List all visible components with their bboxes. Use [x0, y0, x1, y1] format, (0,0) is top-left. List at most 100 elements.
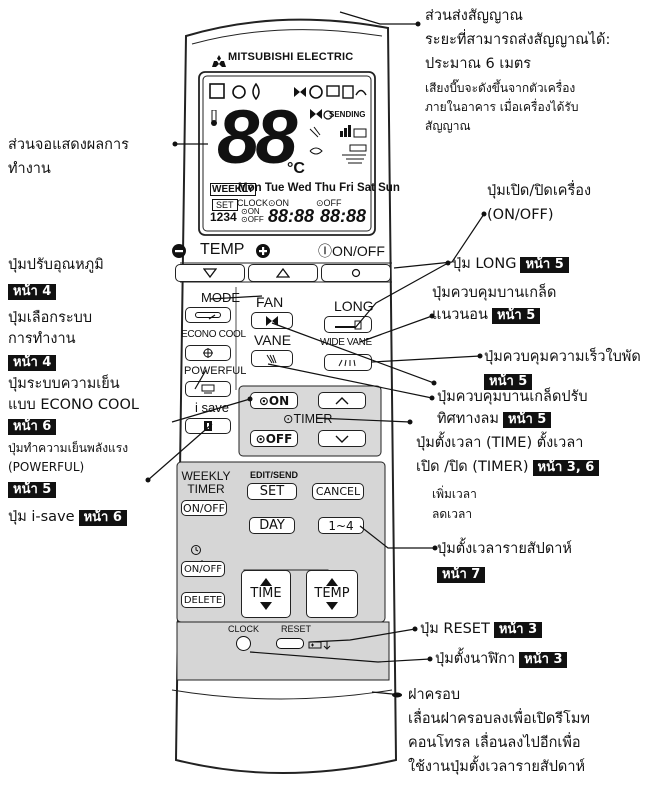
triangle-up-icon: [260, 578, 272, 586]
econo-cool-button[interactable]: [185, 345, 231, 361]
edit-send-label: EDIT/SEND: [250, 470, 299, 480]
label-powerful-2: (POWERFUL): [8, 460, 85, 474]
label-cover-2: เลื่อนฝาครอบลงเพื่อเปิดรีโมท: [408, 711, 590, 727]
onoff-label: ⒾON/OFF: [318, 243, 385, 259]
label-wide-vane-1: ปุ่มควบคุมบานเกล็ด: [432, 285, 557, 301]
weekly-onoff-button[interactable]: ON/OFF: [181, 500, 227, 516]
temp-up-button[interactable]: [248, 264, 318, 282]
weekly-time-label: TIME: [250, 586, 282, 601]
fan-icon: [266, 315, 278, 326]
cancel-button[interactable]: CANCEL: [312, 483, 364, 500]
label-wide-vane-2-text: แนวนอน: [432, 307, 488, 323]
display-clock-on: CLOCK⊙ON: [237, 198, 290, 208]
mode-button[interactable]: [185, 307, 231, 323]
brand-name: MITSUBISHI ELECTRIC: [228, 51, 354, 63]
display-time-1: 88:88: [268, 206, 315, 226]
page-tag: หน้า 6: [78, 510, 127, 526]
page-tag: หน้า 7: [437, 567, 486, 583]
vane-button[interactable]: [251, 350, 293, 367]
chevron-down-icon: [335, 435, 349, 443]
powerful-label: POWERFUL: [184, 365, 247, 377]
temp-minus-icon: [172, 243, 186, 262]
label-clock-text: ปุ่มตั้งนาฬิกา: [435, 651, 516, 667]
triangle-up-icon: [276, 268, 290, 278]
display-unit: °C: [287, 160, 305, 177]
label-vane-1: ปุ่มควบคุมบานเกล็ดปรับ: [437, 389, 588, 405]
timer-off-button[interactable]: ⊙OFF: [250, 430, 298, 447]
fan-button[interactable]: [251, 312, 293, 329]
triangle-down-icon: [260, 602, 272, 610]
label-clock: ปุ่มตั้งนาฬิกาหน้า 3: [435, 650, 568, 669]
clock-icon: [190, 541, 202, 560]
temp-label: TEMP: [200, 241, 245, 258]
time-down-button[interactable]: [318, 430, 366, 447]
page-tag: หน้า 5: [503, 412, 552, 428]
page-tag: หน้า 6: [8, 419, 57, 435]
timer-on-button[interactable]: ⊙ON: [250, 392, 298, 409]
page-tag: หน้า 4: [8, 355, 57, 371]
mode-label: MODE: [201, 290, 240, 305]
label-transmitter-3: ประมาณ 6 เมตร: [425, 56, 532, 72]
clock-onoff-button[interactable]: ON/OFF: [181, 561, 225, 577]
label-mode-1: ปุ่มเลือกระบบ: [8, 310, 93, 326]
battery-icon: [308, 636, 332, 655]
fan-vane-indicator-icons: [306, 107, 370, 181]
wide-vane-icon: [338, 359, 356, 366]
label-timer-3: เพิ่มเวลา: [432, 487, 477, 501]
i-save-label: i save: [195, 400, 229, 415]
label-transmitter-5: ภายในอาคาร เมื่อเครื่องได้รับ: [425, 100, 579, 114]
display-set: SET: [212, 199, 238, 211]
label-onoff-1: ปุ่มเปิด/ปิดเครื่อง: [487, 183, 592, 199]
label-econo-page: หน้า 6: [8, 417, 57, 436]
page-tag: หน้า 5: [8, 482, 57, 498]
clock-button[interactable]: [236, 636, 251, 651]
label-transmitter-4: เสียงบี๊บจะดังขึ้นจากตัวเครื่อง: [425, 81, 576, 95]
time-up-button[interactable]: [318, 392, 366, 409]
reset-button[interactable]: [276, 638, 304, 649]
label-mode-page: หน้า 4: [8, 353, 57, 372]
weekly-timer-label: WEEKLY TIMER: [181, 469, 231, 496]
power-onoff-button[interactable]: [321, 264, 391, 282]
label-timer-1: ปุ่มตั้งเวลา (TIME) ตั้งเวลา: [416, 435, 584, 451]
temp-down-button[interactable]: [175, 264, 245, 282]
wide-vane-button[interactable]: [324, 354, 372, 371]
chevron-up-icon: [335, 396, 349, 404]
day-button[interactable]: DAY: [249, 517, 295, 534]
page-tag: หน้า 3: [493, 622, 543, 638]
i-save-button[interactable]: [185, 418, 231, 434]
display-numbers: 1234: [210, 210, 237, 224]
label-econo-1: ปุ่มระบบความเย็น: [8, 376, 120, 392]
display-on-small: ⊙ON: [241, 207, 260, 216]
i-save-icon: [204, 421, 212, 431]
label-econo-2: แบบ ECONO COOL: [8, 397, 139, 413]
label-wide-vane-2: แนวนอนหน้า 5: [432, 306, 541, 325]
display-days: Mon Tue Wed Thu Fri Sat Sun: [238, 182, 400, 194]
powerful-icon: [201, 384, 215, 394]
timer-label: ⊙TIMER: [283, 412, 333, 426]
label-cover-4: ใช้งานปุ่มตั้งเวลารายสัปดาห์: [408, 759, 586, 775]
page-tag: หน้า 5: [491, 308, 541, 324]
weekly-time-button[interactable]: TIME: [241, 570, 291, 618]
label-timer-2-text: เปิด /ปิด (TIMER): [416, 459, 529, 475]
weekly-temp-button[interactable]: TEMP: [306, 570, 358, 618]
reset-label: RESET: [281, 624, 312, 634]
label-reset-text: ปุ่ม RESET: [420, 621, 490, 637]
vane-icon: [266, 354, 277, 363]
vane-label: VANE: [254, 332, 292, 348]
label-vane-2-text: ทิศทางลม: [437, 411, 499, 427]
long-airflow-icon: [335, 320, 362, 329]
weekly-set-button[interactable]: SET: [247, 483, 297, 500]
label-weekly-1: ปุ่มตั้งเวลารายสัปดาห์: [437, 541, 572, 557]
label-transmitter-2: ระยะที่สามารถส่งสัญญาณได้:: [425, 32, 611, 48]
delete-button[interactable]: DELETE: [181, 592, 225, 608]
long-button[interactable]: [324, 316, 372, 333]
label-weekly-page: หน้า 7: [437, 565, 486, 584]
label-powerful-page: หน้า 5: [8, 480, 57, 499]
powerful-button[interactable]: [185, 381, 231, 397]
label-timer-4: ลดเวลา: [432, 507, 473, 521]
label-fan-page: หน้า 5: [484, 372, 533, 391]
display-off-small: ⊙OFF: [241, 215, 264, 224]
range-button[interactable]: 1~4: [318, 517, 364, 534]
